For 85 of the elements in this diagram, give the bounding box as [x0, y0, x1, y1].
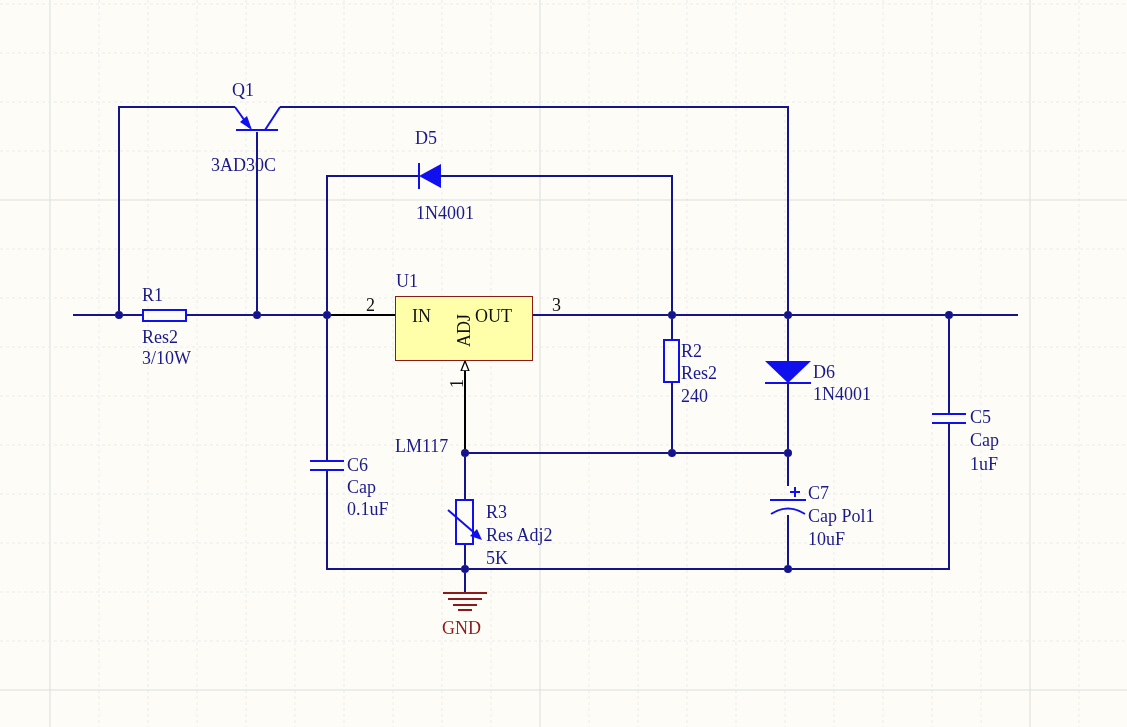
resistor-symbol — [142, 309, 187, 322]
diode-symbol — [418, 163, 441, 189]
junction-dot — [784, 449, 792, 457]
value-label: 3/10W — [142, 348, 191, 368]
junction-dot — [784, 311, 792, 319]
wire — [326, 318, 328, 461]
wire — [330, 314, 396, 316]
polarized-capacitor-symbol — [770, 486, 806, 515]
junction-dot — [461, 565, 469, 573]
wire — [279, 106, 789, 312]
net-label: GND — [442, 618, 481, 638]
capacitor-symbol — [310, 460, 344, 471]
designator-label: R3 — [486, 502, 507, 522]
designator-label: D6 — [813, 362, 835, 382]
junction-dot — [115, 311, 123, 319]
pin-name: IN — [412, 306, 431, 326]
value-label: 1uF — [970, 454, 998, 474]
junction-dot — [323, 311, 331, 319]
junction-dot — [668, 311, 676, 319]
designator-label: C5 — [970, 407, 991, 427]
wire — [787, 383, 789, 450]
wire — [186, 314, 254, 316]
part-label: Cap — [347, 477, 376, 497]
part-label: 1N4001 — [813, 384, 871, 404]
value-label: 0.1uF — [347, 499, 389, 519]
value-label: 10uF — [808, 529, 845, 549]
wire — [118, 106, 236, 312]
part-label: Res2 — [142, 327, 178, 347]
wire — [671, 318, 673, 340]
designator-label: Q1 — [232, 80, 254, 100]
junction-dot — [668, 449, 676, 457]
wire — [675, 452, 785, 454]
wire — [256, 131, 258, 312]
transistor-symbol — [235, 107, 280, 132]
wire — [326, 175, 419, 312]
resistor-symbol — [663, 339, 680, 383]
wire — [787, 456, 789, 487]
junction-dot — [784, 565, 792, 573]
diode-symbol — [765, 361, 811, 384]
wire — [952, 314, 1019, 316]
potentiometer-symbol — [448, 499, 482, 545]
designator-label: R2 — [681, 341, 702, 361]
wire — [468, 568, 785, 570]
wire — [787, 318, 789, 362]
designator-label: U1 — [396, 271, 418, 291]
part-label: Cap Pol1 — [808, 506, 875, 526]
ic-box — [395, 296, 533, 361]
pin-number: 3 — [552, 295, 561, 315]
junction-dot — [945, 311, 953, 319]
wire — [464, 456, 466, 500]
value-label: 240 — [681, 386, 708, 406]
part-label: Res Adj2 — [486, 525, 553, 545]
junction-dot — [253, 311, 261, 319]
designator-label: R1 — [142, 285, 163, 305]
wire — [464, 544, 466, 566]
wire — [675, 314, 785, 316]
part-label: 1N4001 — [416, 203, 474, 223]
wire — [464, 572, 466, 593]
pin-name: OUT — [475, 306, 512, 326]
wire — [787, 514, 789, 566]
wire — [948, 318, 950, 414]
pin-number: 2 — [366, 295, 375, 315]
wire — [532, 314, 669, 316]
wire — [791, 423, 950, 570]
wire — [72, 314, 116, 316]
pin-name: ADJ — [454, 314, 474, 347]
wire — [460, 360, 470, 450]
wire — [791, 314, 946, 316]
junction-dot — [461, 449, 469, 457]
designator-label: C6 — [347, 455, 368, 475]
wire — [260, 314, 324, 316]
part-label: LM117 — [395, 436, 449, 456]
part-label: Res2 — [681, 363, 717, 383]
value-label: 5K — [486, 548, 508, 568]
wire — [468, 452, 669, 454]
wire — [440, 175, 673, 312]
capacitor-symbol — [932, 413, 966, 424]
wire — [671, 382, 673, 450]
wire — [326, 470, 462, 570]
pin-number: 1 — [447, 379, 467, 388]
part-label: Cap — [970, 430, 999, 450]
designator-label: D5 — [415, 128, 437, 148]
designator-label: C7 — [808, 483, 829, 503]
wire — [122, 314, 143, 316]
ground-symbol — [443, 592, 487, 611]
